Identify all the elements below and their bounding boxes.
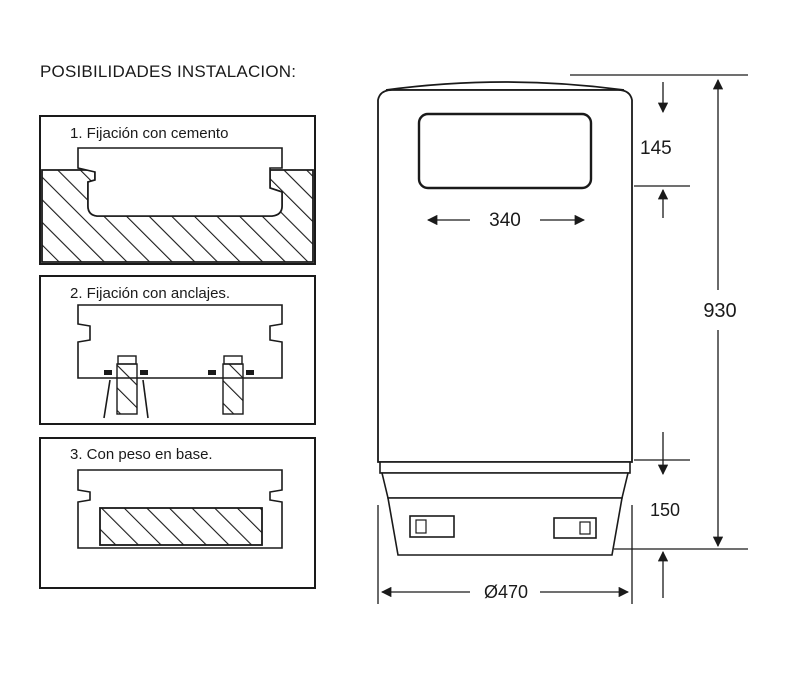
dim-base-height: 150 (650, 500, 680, 520)
bin-opening (417, 112, 593, 190)
dim-diameter: Ø470 (484, 582, 528, 602)
bin-lid (385, 81, 625, 91)
panel-weight: 3. Con peso en base. (39, 437, 316, 589)
panel-cement: 1. Fijación con cemento (39, 115, 316, 265)
diagram-title: POSIBILIDADES INSTALACION: (40, 62, 297, 81)
base-lower (387, 497, 623, 556)
option-1-label: 1. Fijación con cemento (70, 125, 228, 142)
base-top (380, 472, 630, 499)
dim-total-height: 930 (703, 300, 736, 322)
dim-opening-height: 145 (640, 138, 672, 159)
right-anchor (208, 355, 254, 415)
base-outline-2 (77, 304, 283, 379)
bin-rim (379, 461, 631, 474)
option-3-label: 3. Con peso en base. (70, 446, 213, 463)
weight-block (99, 507, 263, 546)
option-2-label: 2. Fijación con anclajes. (70, 285, 230, 302)
panel-anchors: 2. Fijación con anclajes. (39, 275, 316, 425)
base-outline (77, 147, 283, 217)
bin-front-view (377, 81, 633, 556)
dim-opening-width: 340 (489, 210, 521, 231)
left-anchor (103, 355, 149, 419)
dimension-lines (377, 74, 748, 604)
